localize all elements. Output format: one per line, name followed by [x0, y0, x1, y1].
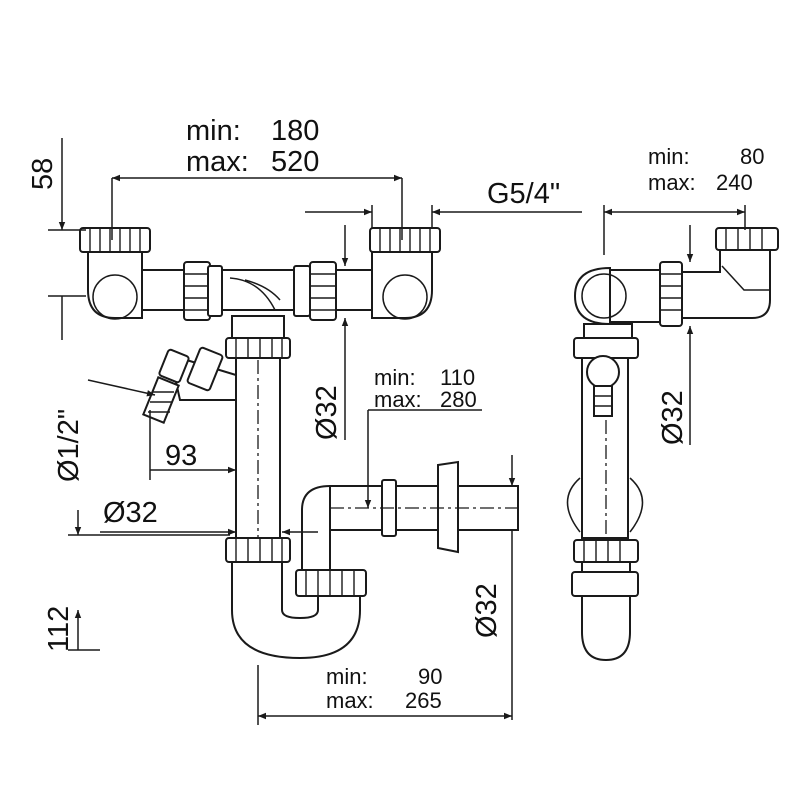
top-width-min-value: 180 — [271, 115, 319, 147]
side-width-max-value: 240 — [716, 170, 753, 195]
horizontal-connector — [141, 261, 373, 321]
diameter-32-outlet-label: Ø32 — [471, 583, 503, 638]
vertical-riser — [225, 315, 291, 540]
outlet-max-label: max: — [374, 387, 422, 412]
bottom-width-min-label: min: — [326, 664, 368, 689]
top-width-max-value: 520 — [271, 146, 319, 178]
height-58-label: 58 — [27, 158, 59, 190]
height-112-label: 112 — [43, 606, 75, 652]
appliance-hose-connector — [142, 346, 237, 424]
dimension-lines — [48, 138, 746, 725]
bottom-width-max-value: 265 — [405, 688, 442, 713]
thread-label: G5/4" — [487, 178, 560, 210]
dimension-labels: min: 180 max: 520 58 G5/4" min: 80 max: … — [27, 115, 764, 713]
top-width-max-label: max: — [186, 146, 249, 178]
bottom-width-min-value: 90 — [418, 664, 442, 689]
top-width-min-label: min: — [186, 115, 241, 147]
right-basin-outlet — [369, 227, 441, 320]
offset-93-label: 93 — [165, 440, 197, 472]
side-width-max-label: max: — [648, 170, 696, 195]
hose-diameter-label: Ø1/2" — [53, 409, 85, 482]
side-width-min-label: min: — [648, 144, 690, 169]
side-view — [566, 227, 779, 662]
side-basin-outlet — [573, 227, 779, 327]
outlet-min-value: 110 — [440, 365, 475, 390]
outlet-pipe — [329, 460, 520, 554]
diameter-32-center-label: Ø32 — [311, 385, 343, 440]
bottom-width-max-label: max: — [326, 688, 374, 713]
side-width-min-value: 80 — [740, 144, 764, 169]
side-riser — [566, 323, 644, 540]
diameter-32-left-label: Ø32 — [103, 497, 158, 529]
front-view — [79, 227, 520, 660]
side-trap — [571, 539, 639, 662]
left-basin-outlet — [79, 227, 151, 320]
diameter-32-side-label: Ø32 — [657, 390, 689, 445]
outlet-min-label: min: — [374, 365, 416, 390]
outlet-max-value: 280 — [440, 387, 477, 412]
